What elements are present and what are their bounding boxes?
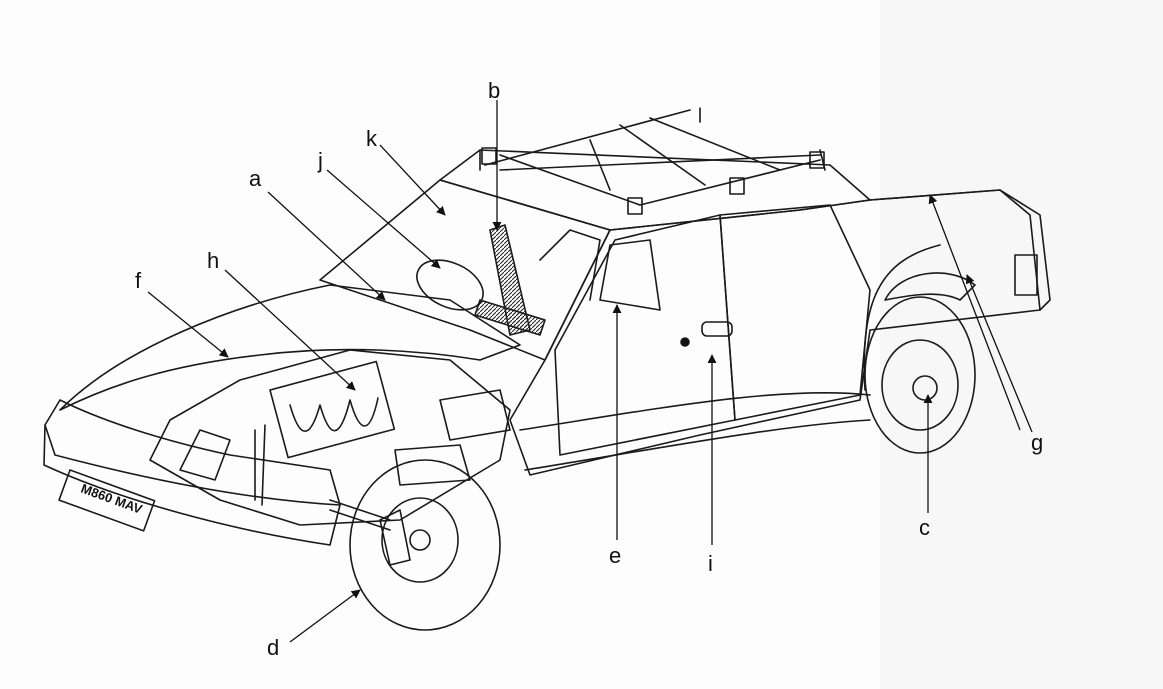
- engine-bay: [149, 349, 511, 526]
- wheel-hub: [409, 529, 431, 551]
- callout-h: h: [207, 248, 220, 273]
- leader-g-boot: [928, 194, 1021, 431]
- leader-f: [147, 291, 229, 358]
- roof-rack-foot: [481, 147, 497, 165]
- air-filter: [179, 429, 231, 481]
- roof-rack-foot: [627, 197, 643, 215]
- seat-belt-lap: [474, 299, 546, 336]
- leader-j: [326, 169, 441, 269]
- callout-g: g: [1031, 430, 1044, 455]
- roof-rack-foot: [809, 151, 825, 169]
- roof-rack: [479, 107, 826, 206]
- sill: [524, 419, 871, 471]
- callout-c: c: [919, 515, 930, 540]
- door-lock: [680, 337, 690, 347]
- leader-a: [267, 191, 386, 301]
- rear-light: [1014, 254, 1038, 296]
- rear-brake-drum: [881, 339, 959, 431]
- boot: [869, 189, 1051, 311]
- front-valance: [43, 424, 341, 546]
- bonnet: [59, 284, 521, 411]
- front-seat: [599, 239, 661, 311]
- number-plate: [58, 469, 156, 532]
- callout-a: a: [249, 166, 262, 191]
- callout-i: i: [708, 551, 713, 576]
- drive-shaft: [329, 499, 391, 531]
- callout-b: b: [488, 78, 501, 103]
- rear-door: [719, 204, 871, 421]
- callout-j: j: [318, 148, 323, 173]
- battery: [394, 444, 471, 486]
- rear-arch: [863, 244, 941, 391]
- leader-h: [224, 269, 356, 391]
- callout-e: e: [609, 543, 622, 568]
- roof-rack-foot: [729, 177, 745, 195]
- side-strip: [519, 391, 871, 431]
- door-handle: [701, 321, 733, 337]
- front-door: [554, 214, 736, 456]
- callout-k: k: [366, 126, 377, 151]
- car-body: [43, 107, 1051, 631]
- brake-servo: [439, 389, 511, 441]
- scan-shading: [880, 0, 1163, 689]
- brake-caliper: [379, 509, 411, 566]
- callout-f: f: [135, 268, 142, 293]
- engine-block: [269, 360, 396, 459]
- leader-lines: [147, 100, 1033, 643]
- seat-back: [539, 229, 601, 301]
- leader-d: [289, 589, 361, 643]
- leader-g: [965, 274, 1033, 433]
- intake-manifold: [289, 397, 379, 433]
- leader-k: [379, 144, 446, 216]
- brake-disc: [381, 497, 459, 583]
- front-wheel: [349, 459, 501, 631]
- ignition-leads: [254, 424, 266, 506]
- callout-d: d: [267, 635, 280, 660]
- windscreen: [319, 179, 611, 361]
- rear-suspension: [884, 272, 976, 301]
